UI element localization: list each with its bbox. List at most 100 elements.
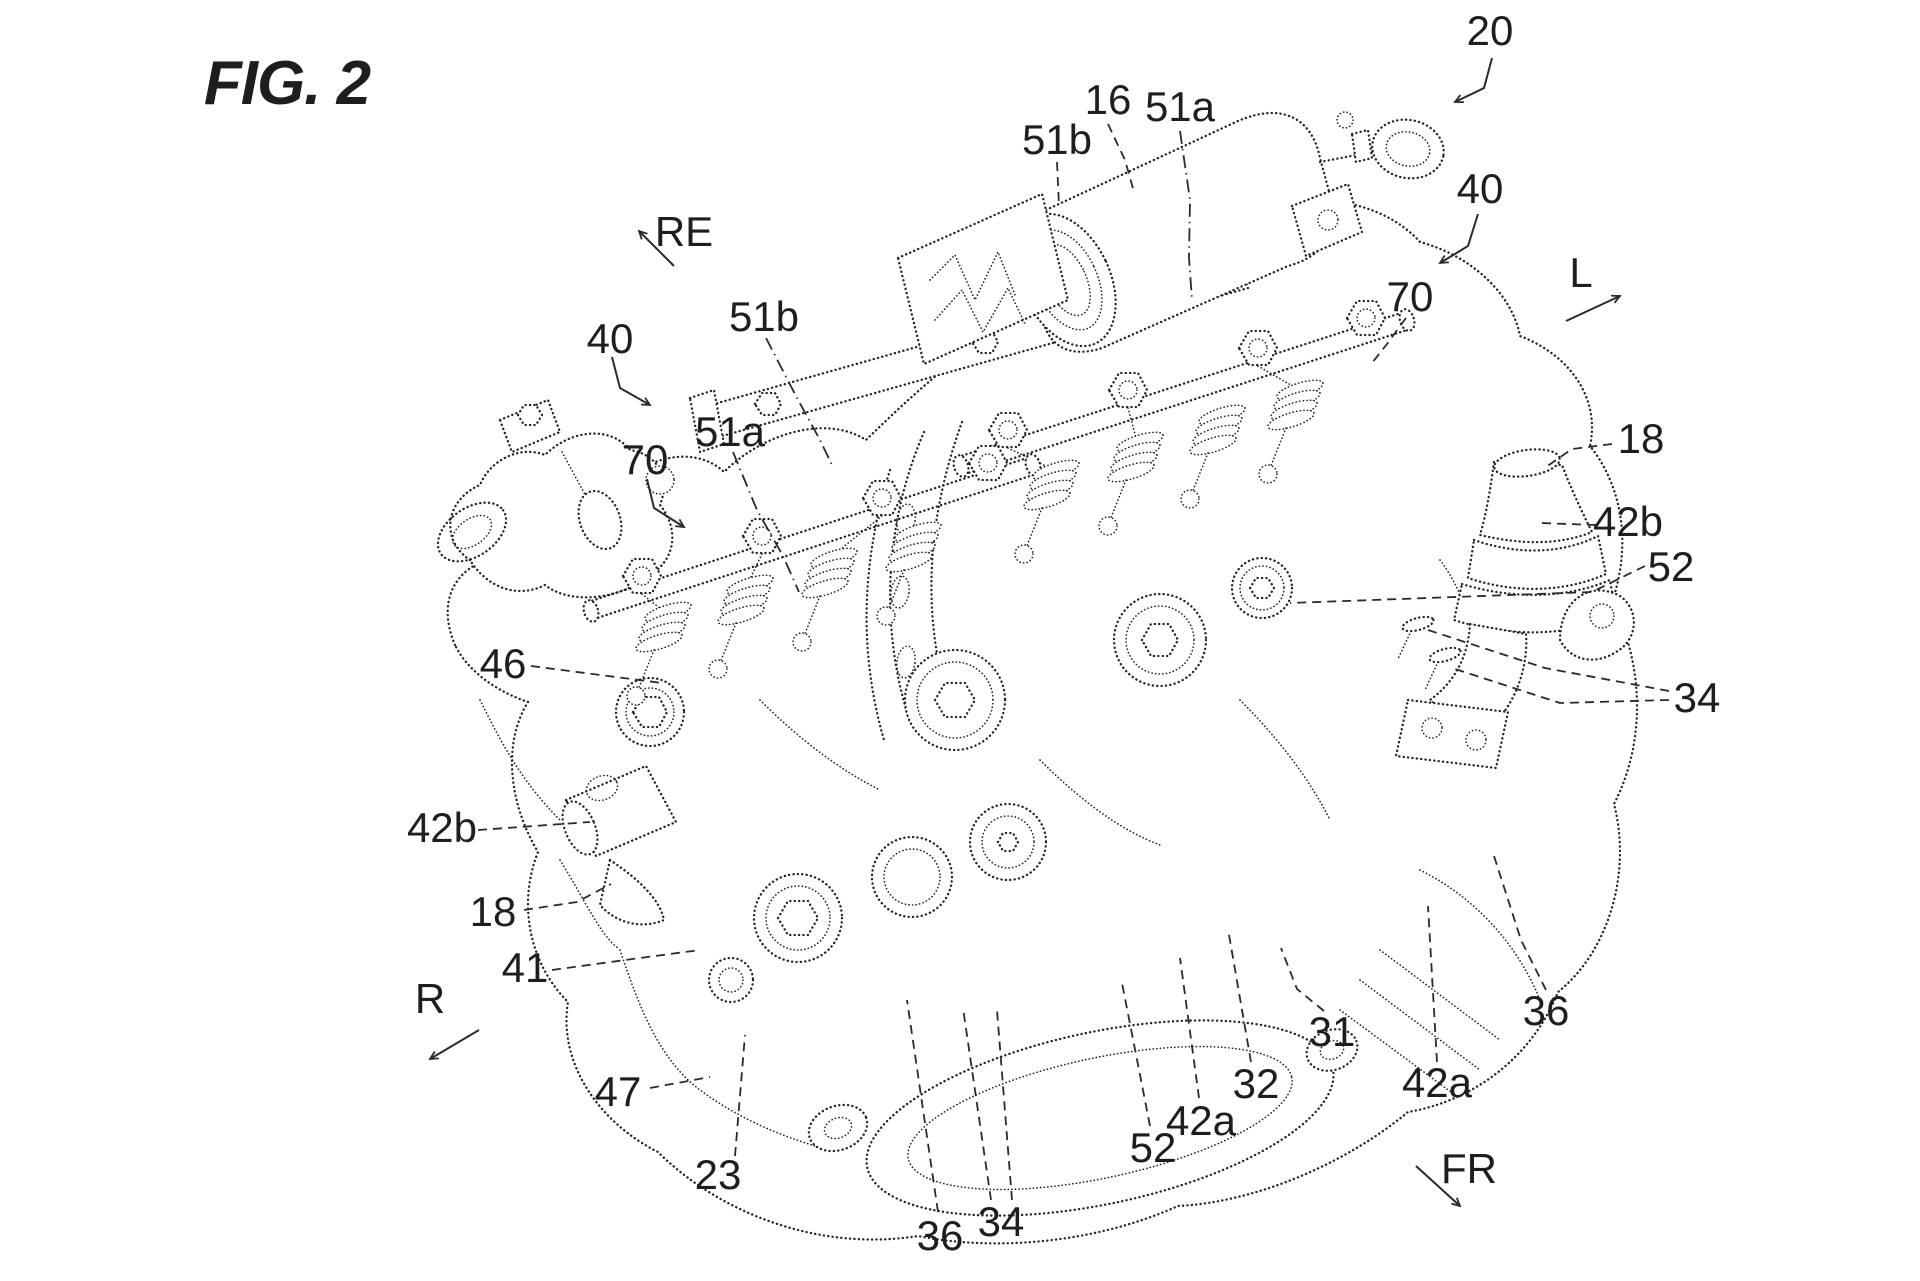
ref-label-32: 32 [1233,1060,1280,1107]
plug-boss [870,835,954,919]
leader-40-right [1440,213,1479,263]
direction-label-RE: RE [655,208,713,255]
head-bolt-recess [903,648,1007,752]
head-bolt-recess [614,676,686,748]
ref-label-16: 16 [1085,76,1132,123]
ref-label-18-left: 18 [470,888,517,935]
ref-label-52-right: 52 [1648,543,1695,590]
direction-label-L: L [1569,249,1592,296]
valve-spring [1014,459,1080,564]
ref-label-70-left: 70 [622,436,669,483]
direction-arrow-L [1565,296,1620,322]
leader-47 [649,1076,711,1089]
direction-label-FR: FR [1441,1145,1497,1192]
ref-label-42b-right: 42b [1593,498,1663,545]
valve-spring [792,547,858,652]
ref-label-20: 20 [1467,7,1514,54]
leader-23 [734,1034,746,1157]
leader-51a-top [1179,130,1193,301]
ref-label-34-right: 34 [1674,674,1721,721]
hex-bolt [967,444,1009,482]
engine-illustration [436,111,1639,1245]
hex-bolt [1345,299,1387,337]
throttle-sensor [1318,111,1445,180]
left-bracket [436,398,675,599]
valve-spring [876,521,942,626]
hex-bolt [1237,329,1279,367]
right-rocker-shaft [952,308,1416,478]
ref-label-52-bottom: 52 [1130,1124,1177,1171]
leader-34-bottom [962,1007,992,1201]
ref-label-18-right: 18 [1618,415,1665,462]
ref-label-23: 23 [695,1151,742,1198]
injector-bracket [1290,182,1364,258]
ref-label-42a-right: 42a [1402,1059,1473,1106]
direction-label-R: R [415,975,445,1022]
leader-32 [1227,928,1252,1063]
valve-spring [1098,431,1164,536]
throttle-body [896,111,1364,366]
ref-label-41: 41 [502,944,549,991]
leader-42b-left [477,821,591,831]
leader-34-right [1427,629,1670,692]
hex-bolt [621,557,663,595]
left-rocker-shaft [582,453,1042,623]
leader-51a-left [732,451,800,593]
ref-label-51a-top: 51a [1145,83,1216,130]
direction-arrow-FR [1415,1165,1460,1206]
leader-20 [1455,57,1493,102]
valve-stem-caps [1397,615,1462,691]
bottom-flange-oval [707,956,1359,1217]
leader-40-left [611,356,650,405]
hex-bolt [861,479,903,517]
leader-52-bottom [1121,982,1151,1127]
ref-label-47: 47 [595,1068,642,1115]
leader-42a-bottom [1179,957,1200,1099]
ref-label-42a-bottom: 42a [1166,1097,1237,1144]
ref-label-40-left: 40 [587,315,634,362]
leader-16 [1107,123,1135,193]
leader-42a-right [1427,905,1438,1063]
leader-36-right [1493,855,1547,991]
leader-18-right [1545,443,1613,468]
leader-46 [530,665,663,684]
ref-label-51a-left: 51a [695,408,766,455]
direction-arrow-R [430,1029,480,1059]
leader-51b-left [765,337,834,468]
valve-spring [626,601,692,706]
leader-51b-top [1056,161,1060,207]
ref-label-51b-top: 51b [1022,116,1092,163]
valve-spring [708,574,774,679]
throttle-actuator [896,192,1070,366]
ref-label-51b-left: 51b [729,293,799,340]
head-bolt-recess [1230,556,1294,620]
leader-18-left [523,883,612,911]
leader-70-left [646,478,684,527]
ref-label-42b-left: 42b [407,804,477,851]
direction-arrow-RE [639,231,675,267]
leader-34-right [1451,667,1670,704]
ref-label-36-bottom: 36 [917,1212,964,1259]
leader-31 [1280,947,1325,1012]
valve-spring [1258,379,1324,484]
leader-36-bottom [906,999,939,1213]
left-pipe-stub [561,764,678,926]
rocker-arm-52 [1558,589,1635,661]
plug-boss [752,872,844,964]
intake-funnel [1394,448,1618,770]
leader-52-right [1289,565,1646,604]
plug-boss [968,802,1048,882]
hex-bolt [1107,371,1149,409]
ref-label-40-right: 40 [1457,165,1504,212]
leader-34-bottom [996,1009,1013,1201]
ref-label-46: 46 [480,640,527,687]
ref-label-31: 31 [1309,1008,1356,1055]
ref-label-70-right: 70 [1387,273,1434,320]
valve-spring [1180,404,1246,509]
ref-label-36-right: 36 [1523,987,1570,1034]
leader-70-right [1371,317,1407,364]
figure-title: FIG. 2 [204,49,371,118]
